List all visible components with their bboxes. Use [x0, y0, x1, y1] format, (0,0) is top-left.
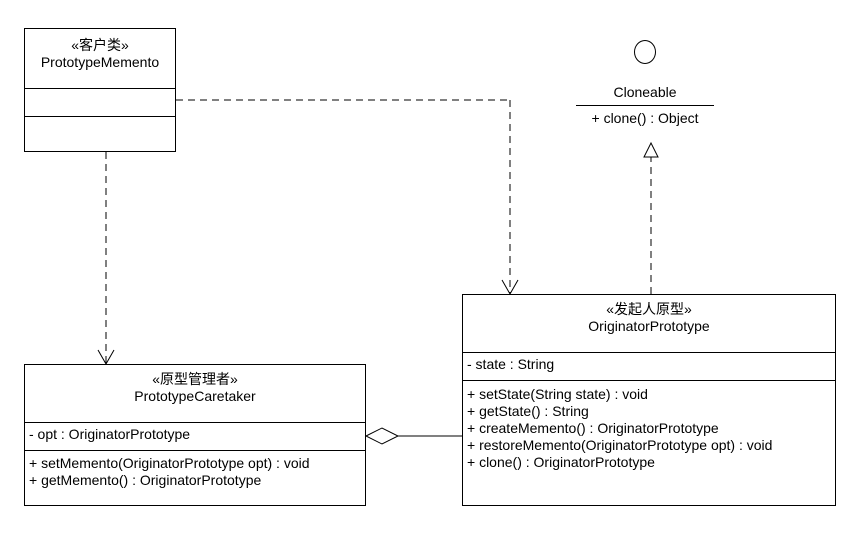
interface-divider: [576, 105, 714, 106]
interface-cloneable[interactable]: Cloneable + clone() : Object: [576, 40, 714, 127]
operation-row: + clone() : OriginatorPrototype: [467, 454, 655, 470]
aggregation-caretaker-originator: [364, 427, 462, 445]
operations-section: [25, 117, 175, 151]
class-originator-prototype[interactable]: «发起人原型» OriginatorPrototype - state : St…: [462, 294, 836, 506]
class-name: PrototypeCaretaker: [134, 388, 256, 404]
class-stereotype: «客户类»: [71, 37, 129, 53]
operation-row: + setMemento(OriginatorPrototype opt) : …: [29, 455, 310, 471]
class-header: «原型管理者» PrototypeCaretaker: [25, 365, 365, 423]
class-prototype-memento[interactable]: «客户类» PrototypeMemento: [24, 28, 176, 152]
operation-row: + getMemento() : OriginatorPrototype: [29, 472, 262, 488]
attributes-section: - state : String: [463, 353, 835, 381]
class-header: «发起人原型» OriginatorPrototype: [463, 295, 835, 353]
dependency-client-to-caretaker: [97, 152, 115, 366]
class-stereotype: «发起人原型»: [606, 301, 692, 317]
operations-section: + setState(String state) : void + getSta…: [463, 381, 835, 473]
attributes-section: - opt : OriginatorPrototype: [25, 423, 365, 451]
realization-originator-to-cloneable: [643, 141, 659, 294]
class-header: «客户类» PrototypeMemento: [25, 29, 175, 89]
operation-row: + createMemento() : OriginatorPrototype: [467, 420, 719, 436]
operation-row: + restoreMemento(OriginatorPrototype opt…: [467, 437, 773, 453]
interface-circle-icon: [634, 40, 656, 64]
attributes-section: [25, 89, 175, 117]
operation-row: + getState() : String: [467, 403, 589, 419]
attribute-row: - state : String: [467, 356, 555, 372]
operations-section: + setMemento(OriginatorPrototype opt) : …: [25, 451, 365, 491]
attribute-row: - opt : OriginatorPrototype: [29, 426, 191, 442]
operation-row: + setState(String state) : void: [467, 386, 648, 402]
interface-operation: + clone() : Object: [591, 110, 699, 126]
class-name: OriginatorPrototype: [588, 318, 710, 334]
interface-name: Cloneable: [613, 84, 677, 100]
class-prototype-caretaker[interactable]: «原型管理者» PrototypeCaretaker - opt : Origi…: [24, 364, 366, 506]
dependency-client-to-originator: [176, 99, 519, 296]
class-stereotype: «原型管理者»: [152, 371, 238, 387]
class-name: PrototypeMemento: [40, 54, 160, 70]
